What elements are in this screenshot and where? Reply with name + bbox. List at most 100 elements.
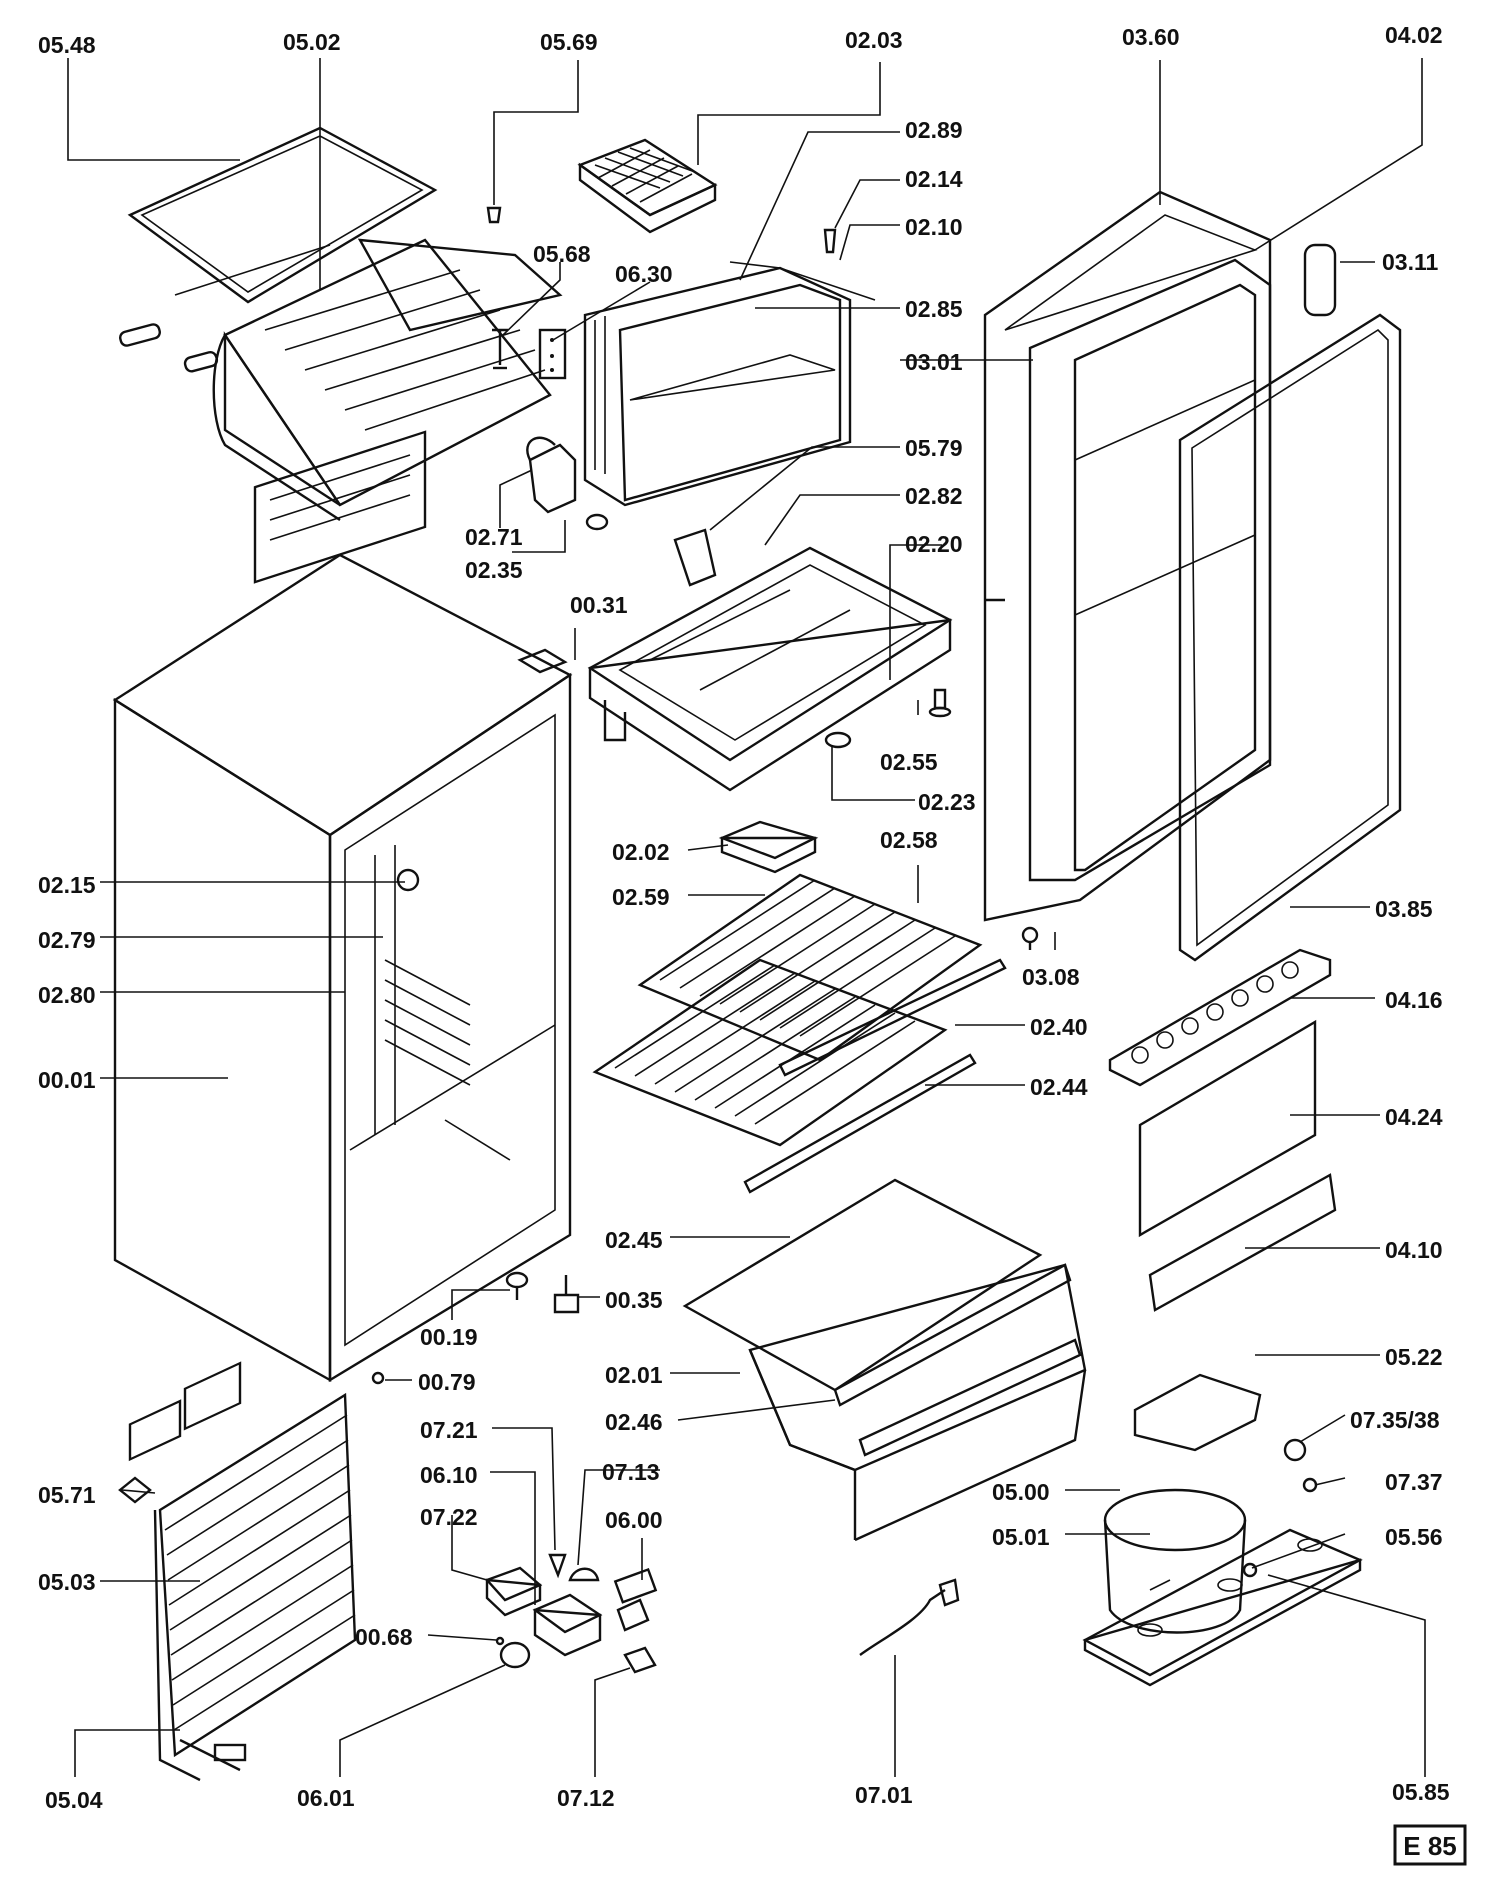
part-label-03-11: 03.11	[1382, 249, 1438, 275]
part-label-02-59: 02.59	[612, 884, 670, 910]
diagram-code-text: E 85	[1403, 1831, 1457, 1861]
part-label-03-60: 03.60	[1122, 24, 1180, 50]
part-label-02-85: 02.85	[905, 296, 963, 322]
part-label-03-85: 03.85	[1375, 896, 1433, 922]
part-label-04-24: 04.24	[1385, 1104, 1443, 1130]
part-label-06-00: 06.00	[605, 1507, 663, 1533]
grommet	[1242, 1562, 1258, 1578]
part-label-02-89: 02.89	[905, 117, 963, 143]
part-label-05-01: 05.01	[992, 1524, 1050, 1550]
hinge-screw	[928, 688, 952, 718]
part-label-02-55: 02.55	[880, 749, 938, 775]
top-hinge	[517, 648, 568, 674]
part-label-02-35: 02.35	[465, 557, 523, 583]
part-label-05-02: 05.02	[283, 29, 341, 55]
part-label-00-79: 00.79	[418, 1369, 476, 1395]
part-label-02-03: 02.03	[845, 27, 903, 53]
part-label-07-12: 07.12	[557, 1785, 615, 1811]
part-label-05-69: 05.69	[540, 29, 598, 55]
wire-shelf-upper	[637, 873, 983, 1062]
part-label-00-01: 00.01	[38, 1067, 96, 1093]
part-label-05-79: 05.79	[905, 435, 963, 461]
part-label-05-04: 05.04	[45, 1787, 103, 1813]
part-label-03-01: 03.01	[905, 349, 963, 375]
compressor	[1103, 1373, 1262, 1634]
bottle-rail	[1148, 1173, 1337, 1312]
wire-shelf-lower	[592, 958, 948, 1147]
part-label-02-46: 02.46	[605, 1409, 663, 1435]
leveling-foot	[553, 1275, 580, 1314]
ice-tray	[577, 138, 718, 234]
tray-handle	[673, 528, 717, 587]
compressor-base-plate	[1082, 1528, 1363, 1687]
part-label-02-14: 02.14	[905, 166, 963, 192]
part-labels: 05.48 05.02 05.69 02.03 03.60 04.02 02.8…	[38, 22, 1450, 1813]
part-label-07-01: 07.01	[855, 1782, 913, 1808]
cabinet-body	[112, 553, 573, 1383]
screw-long	[492, 328, 508, 370]
freezer-door	[583, 261, 876, 507]
part-label-02-02: 02.02	[612, 839, 670, 865]
part-label-00-19: 00.19	[420, 1324, 478, 1350]
condenser	[128, 1361, 357, 1782]
part-label-05-22: 05.22	[1385, 1344, 1443, 1370]
screw	[486, 206, 502, 224]
part-label-02-82: 02.82	[905, 483, 963, 509]
part-label-04-02: 04.02	[1385, 22, 1443, 48]
filter-drier	[118, 1476, 152, 1504]
freezer-evaporator	[119, 238, 563, 584]
part-label-02-40: 02.40	[1030, 1014, 1088, 1040]
starter-relay	[613, 1567, 658, 1632]
thermostat-holder	[526, 436, 577, 514]
thermostat	[484, 1566, 543, 1617]
part-label-02-15: 02.15	[38, 872, 96, 898]
part-label-00-35: 00.35	[605, 1287, 663, 1313]
part-label-02-23: 02.23	[918, 789, 976, 815]
part-label-03-08: 03.08	[1022, 964, 1080, 990]
part-label-04-10: 04.10	[1385, 1237, 1443, 1263]
adjustable-foot	[505, 1271, 529, 1300]
part-label-02-71: 02.71	[465, 524, 523, 550]
overload-protector	[1283, 1438, 1307, 1462]
part-label-02-20: 02.20	[905, 531, 963, 557]
egg-tray	[1108, 948, 1332, 1087]
part-label-02-44: 02.44	[1030, 1074, 1088, 1100]
part-label-05-48: 05.48	[38, 32, 96, 58]
lamp-bulb	[548, 1553, 567, 1579]
part-label-02-45: 02.45	[605, 1227, 663, 1253]
part-label-00-31: 00.31	[570, 592, 628, 618]
diagram-code-badge: E 85	[1393, 1824, 1467, 1866]
thermostat-knob	[495, 1636, 531, 1669]
door-gasket	[1178, 313, 1402, 962]
power-cord	[859, 1578, 960, 1656]
part-label-07-35-38: 07.35/38	[1350, 1407, 1440, 1433]
lamp-holder	[623, 1646, 657, 1674]
part-label-04-16: 04.16	[1385, 987, 1443, 1013]
foot-pad	[585, 513, 609, 531]
part-label-02-10: 02.10	[905, 214, 963, 240]
part-label-02-01: 02.01	[605, 1362, 663, 1388]
part-label-07-22: 07.22	[420, 1504, 478, 1530]
part-label-07-37: 07.37	[1385, 1469, 1443, 1495]
door-handle	[1303, 243, 1337, 317]
lamp-cover	[568, 1567, 600, 1582]
washer	[824, 731, 852, 749]
part-label-06-30: 06.30	[615, 261, 673, 287]
door-pin	[823, 228, 837, 254]
door-screw	[1021, 926, 1039, 950]
part-label-05-00: 05.00	[992, 1479, 1050, 1505]
mounting-bracket	[538, 328, 567, 380]
top-cover-panel	[127, 126, 438, 304]
part-label-05-68: 05.68	[533, 241, 591, 267]
shelf-rail	[743, 958, 1007, 1194]
part-label-05-03: 05.03	[38, 1569, 96, 1595]
main-door	[983, 190, 1272, 922]
door-shelf	[1138, 1019, 1317, 1238]
part-label-02-79: 02.79	[38, 927, 96, 953]
glass-shelf	[682, 1178, 1043, 1392]
start-relay-clip	[1302, 1477, 1318, 1493]
part-label-02-58: 02.58	[880, 827, 938, 853]
part-label-06-10: 06.10	[420, 1462, 478, 1488]
part-label-00-68: 00.68	[355, 1624, 413, 1650]
